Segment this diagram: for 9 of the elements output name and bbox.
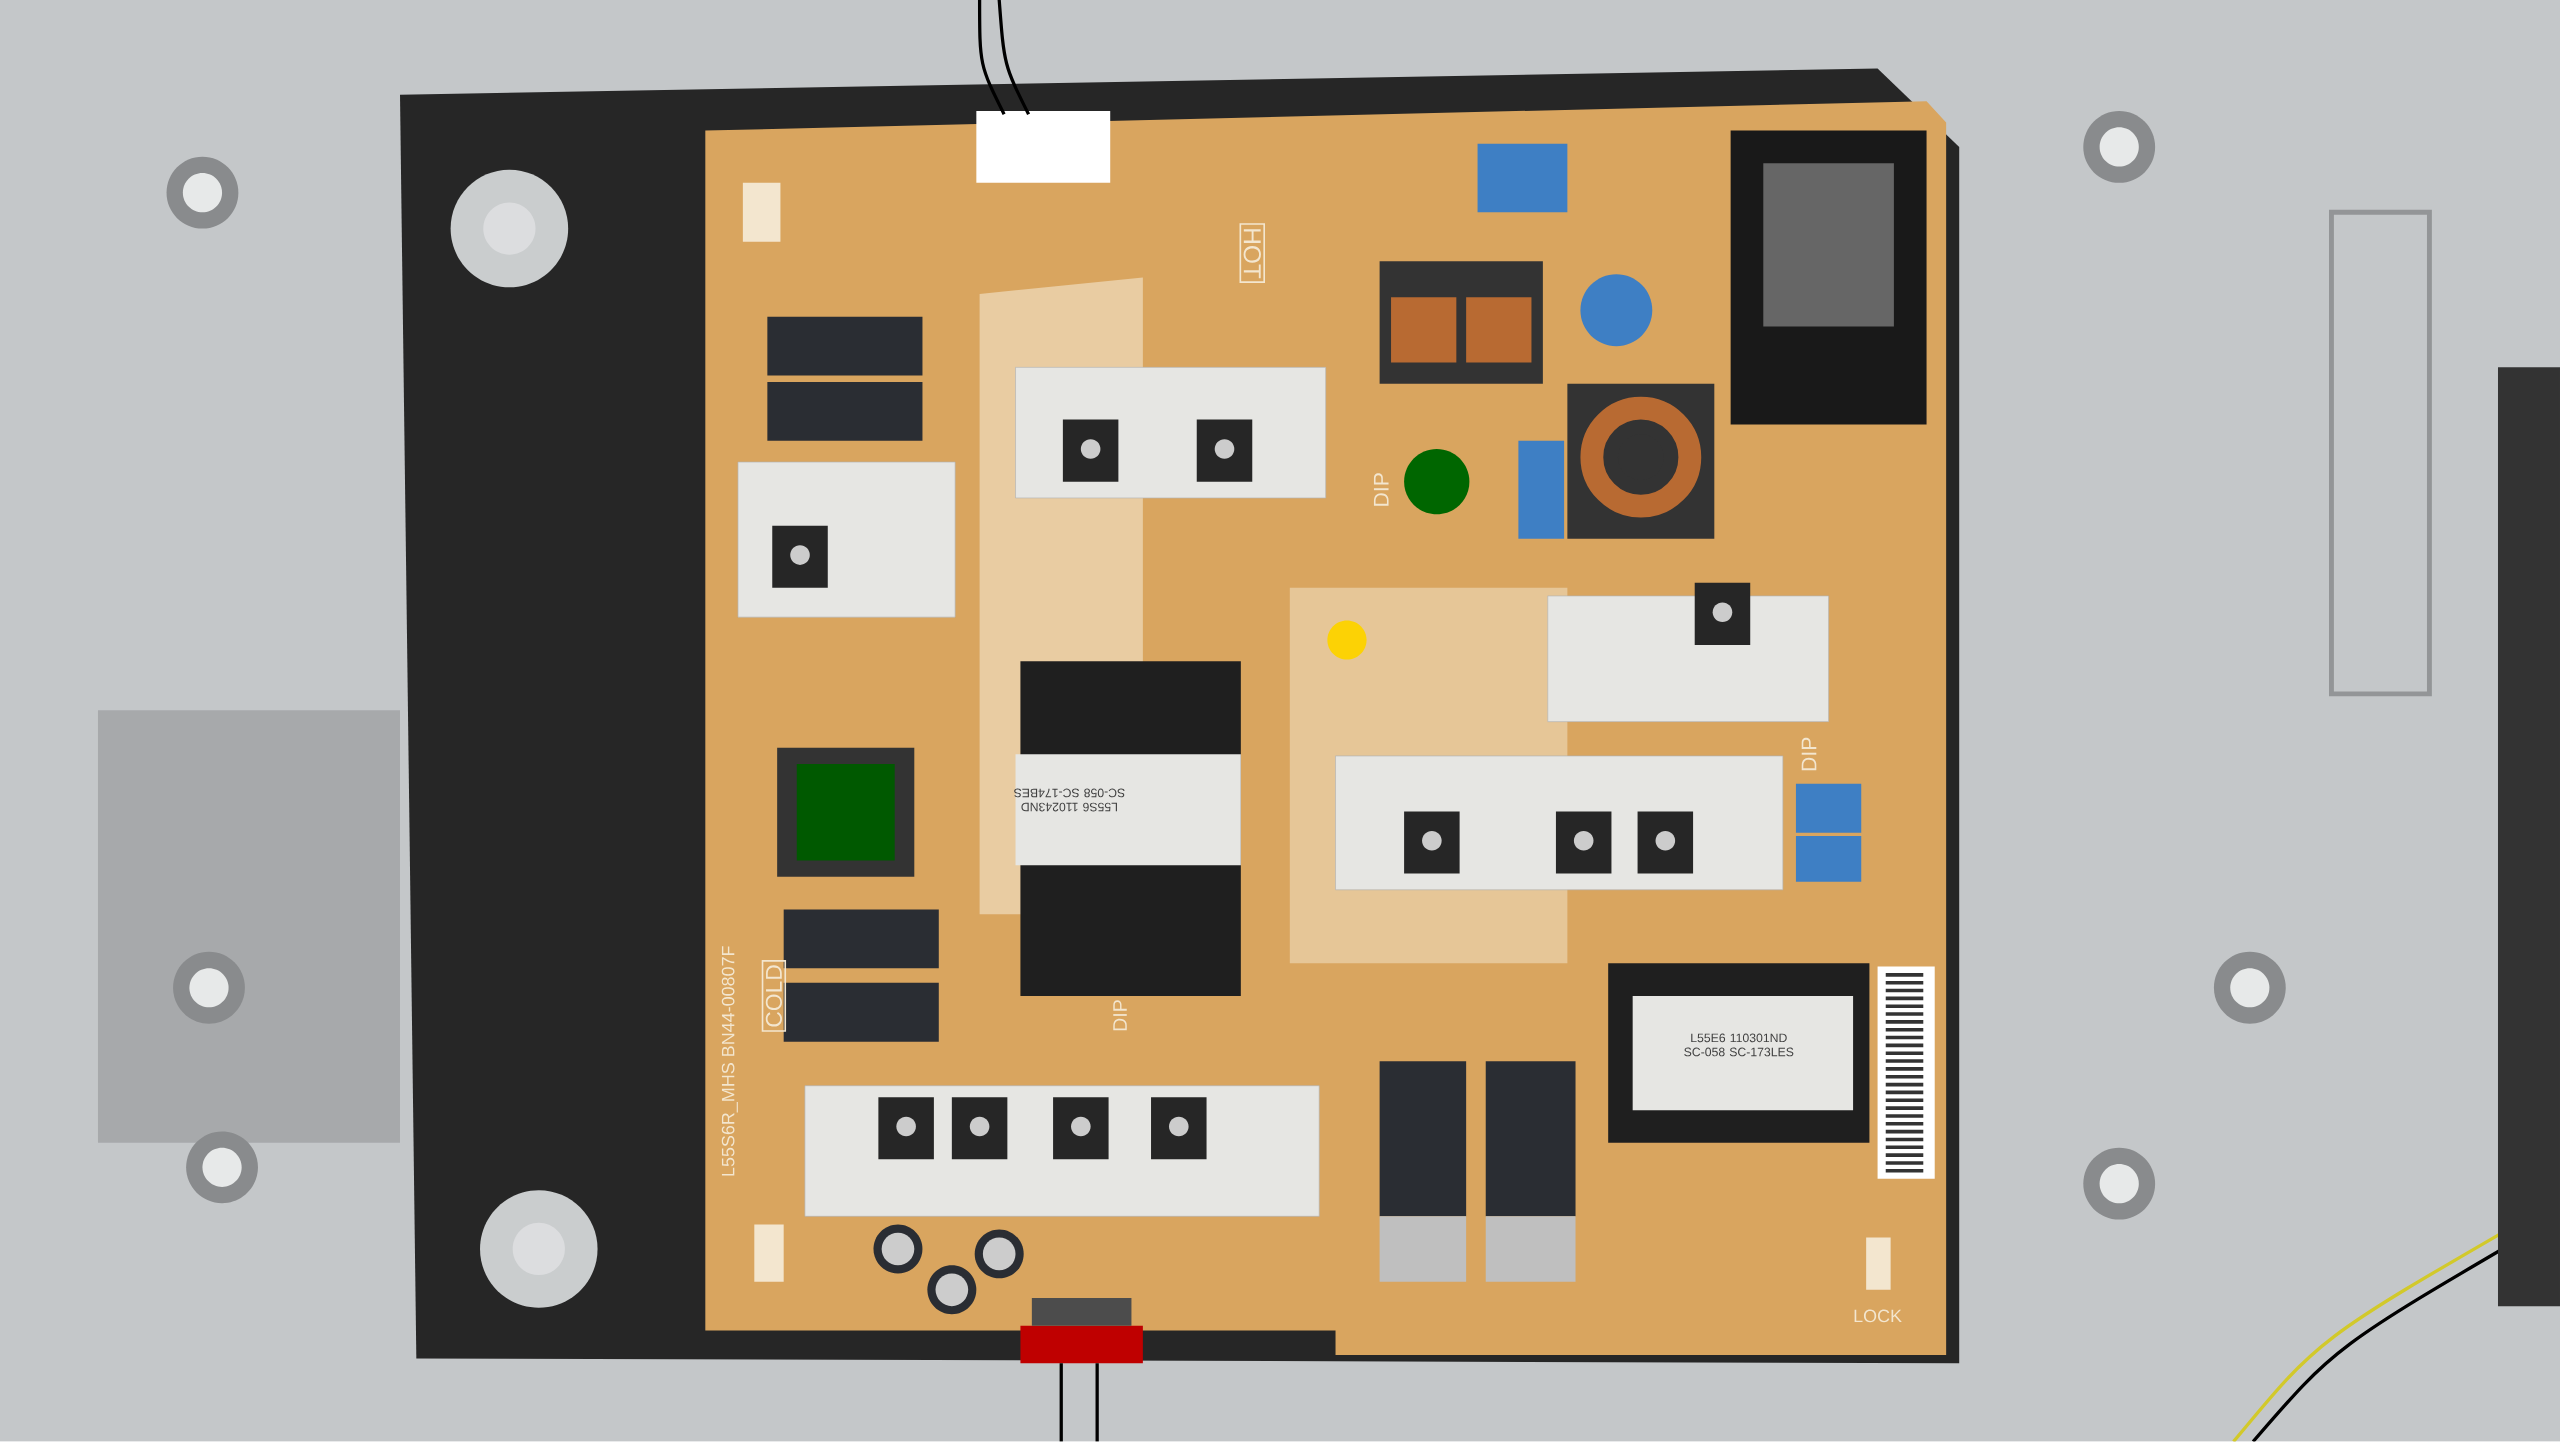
board-marking: L55S6 110243ND SC-058 SC-174BES [1014, 788, 1125, 812]
board-marking: L55E6 110301ND SC-058 SC-173LES [1684, 1033, 1794, 1057]
board-marking: LOCK [1854, 1309, 1902, 1323]
board-marking: DIP [1113, 1000, 1127, 1031]
board-marking: HOT [1239, 223, 1265, 284]
board-marking: COLD [761, 960, 787, 1032]
board-marking: DIP [1373, 473, 1389, 506]
board-marking: DIP [1801, 737, 1817, 771]
board-marking: L55S6R_MHS BN44-00807F [721, 946, 738, 1176]
